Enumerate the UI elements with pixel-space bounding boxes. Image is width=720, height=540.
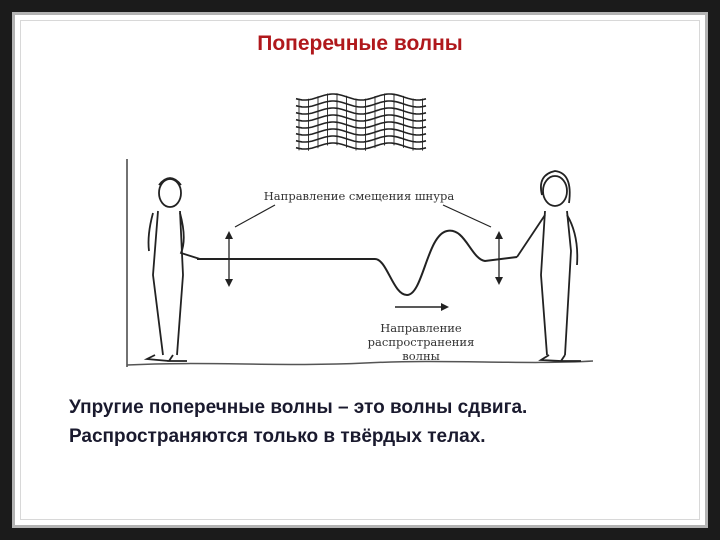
propagation-label-line1: Направление [380, 321, 462, 335]
transverse-wave-figure: Направление смещения шнура Направление р… [126, 159, 594, 367]
caption-line-1: Упругие поперечные волны – это волны сдв… [69, 397, 528, 418]
wave-row-line [295, 100, 427, 108]
slide: Поперечные волны [12, 12, 708, 528]
right-pointer-line [442, 204, 492, 228]
left-displacement-arrow [225, 231, 233, 287]
left-person [143, 177, 201, 362]
wave-row-line [295, 107, 427, 115]
right-person [516, 170, 581, 362]
wave-row-line [295, 121, 427, 129]
wave-row-line [295, 93, 427, 101]
wave-row-line [295, 142, 427, 150]
rope [197, 229, 518, 297]
ground-line [126, 360, 594, 366]
caption-line-2: Распространяются только в твёрдых телах. [69, 426, 486, 447]
displacement-label: Направление смещения шнура [264, 189, 455, 203]
right-displacement-arrow [495, 231, 503, 285]
wave-row-line [295, 135, 427, 143]
wave-row-line [295, 114, 427, 122]
propagation-label-line2: распространения [368, 335, 475, 349]
wave-grid-illustration [295, 93, 427, 151]
wave-row-line [295, 128, 427, 136]
left-pointer-line [234, 204, 276, 228]
propagation-label-line3: волны [402, 349, 440, 363]
slide-title: Поперечные волны [257, 32, 463, 55]
caption: Упругие поперечные волны – это волны сдв… [69, 393, 689, 451]
propagation-arrow [395, 303, 449, 311]
